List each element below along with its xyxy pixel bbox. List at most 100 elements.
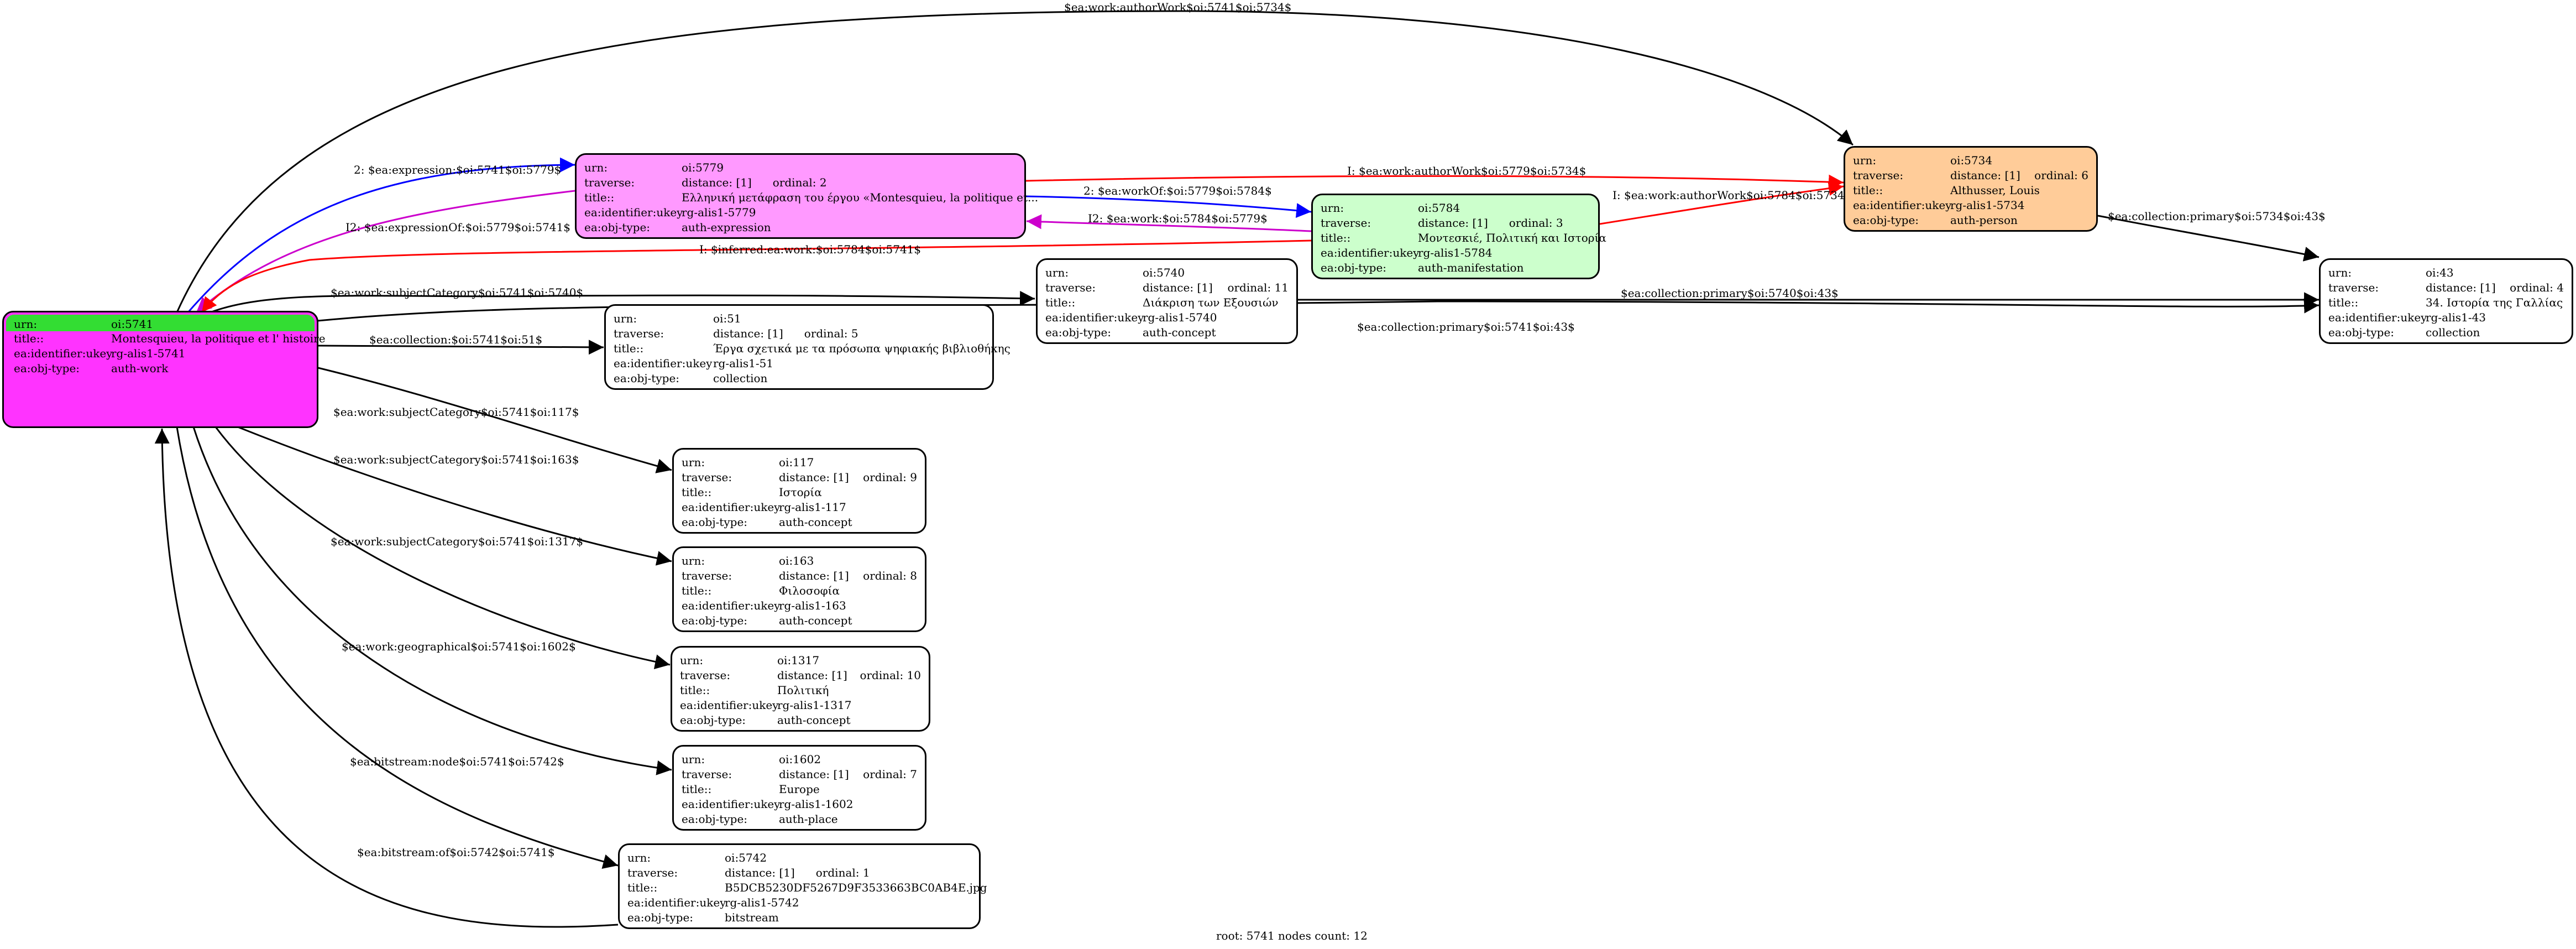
- type-value: auth-person: [1950, 213, 2018, 227]
- edge-5741-5779-expression: [187, 157, 575, 313]
- title-value: Ιστορία: [779, 486, 822, 499]
- node-oi-5741[interactable]: urn: oi:5741 title::Montesquieu, la poli…: [2, 311, 326, 428]
- ordinal-value: ordinal: 3: [1509, 216, 1563, 230]
- edge-5784-5779-work: [1026, 214, 1312, 232]
- urn-value: oi:5742: [725, 851, 767, 864]
- node-oi-5784[interactable]: urn:oi:5784 traverse:distance: [1]ordina…: [1311, 194, 1606, 279]
- ordinal-value: ordinal: 1: [815, 866, 870, 879]
- traverse-key: traverse:: [627, 866, 678, 879]
- node-oi-117[interactable]: urn:oi:117 traverse:distance: [1]ordinal…: [672, 448, 926, 534]
- type-value: collection: [2426, 326, 2480, 339]
- urn-value: oi:163: [779, 554, 814, 567]
- traverse-key: traverse:: [682, 768, 732, 781]
- type-value: auth-concept: [1143, 326, 1216, 339]
- type-value: auth-work: [111, 362, 169, 375]
- ordinal-value: ordinal: 2: [772, 176, 827, 189]
- title-key: title::: [14, 332, 44, 345]
- urn-value: oi:5734: [1950, 154, 1993, 167]
- ordinal-value: ordinal: 8: [863, 569, 917, 582]
- title-key: title::: [682, 486, 712, 499]
- ukey-value: rg-alis1-1317: [777, 698, 852, 712]
- urn-value: oi:5741: [111, 317, 154, 331]
- node-oi-163[interactable]: urn: oi:163 traverse: distance: [1] ordinal…: [672, 546, 926, 632]
- node-oi-43[interactable]: urn:oi:43 traverse:distance: [1]ordinal:…: [2319, 258, 2573, 344]
- node-oi-5734[interactable]: urn:oi:5734 traverse:distance: [1]ordina…: [1844, 146, 2098, 232]
- distance-value: distance: [1]: [682, 176, 752, 189]
- ordinal-value: ordinal: 7: [863, 768, 917, 781]
- ukey-key: ea:identifier:ukey: [682, 599, 781, 612]
- type-key: ea:obj-type:: [1853, 213, 1919, 227]
- edge-label-5741-1317-subjectCategory: $ea:work:subjectCategory$oi:5741$oi:1317…: [331, 535, 583, 548]
- node-oi-1317[interactable]: urn:oi:1317 traverse:distance: [1]ordina…: [671, 646, 930, 732]
- type-key: ea:obj-type:: [1321, 261, 1387, 274]
- edge-label-5740-43-collection: $ea:collection:primary$oi:5740$oi:43$: [1621, 286, 1839, 300]
- distance-value: distance: [1]: [779, 569, 849, 582]
- urn-key: urn:: [1321, 201, 1344, 215]
- title-value: 34. Ιστορία της Γαλλίας: [2426, 296, 2563, 309]
- ukey-key: ea:identifier:ukey: [584, 206, 683, 219]
- edge-5741-43-collection: [317, 298, 2320, 322]
- urn-key: urn:: [584, 161, 608, 174]
- type-key: ea:obj-type:: [584, 221, 651, 234]
- title-key: title::: [614, 342, 644, 355]
- ukey-key: ea:identifier:ukey: [2328, 311, 2427, 324]
- type-value: auth-place: [779, 812, 838, 826]
- edge-5741-5734-authorWork: [176, 10, 1854, 313]
- ukey-key: ea:identifier:ukey: [614, 357, 713, 370]
- edge-5741-5742-bitstream-node: [176, 426, 619, 869]
- type-key: ea:obj-type:: [627, 911, 694, 924]
- node-oi-1602[interactable]: urn:oi:1602 traverse:distance: [1]ordina…: [672, 745, 926, 831]
- ukey-value: rg-alis1-5734: [1950, 199, 2025, 212]
- ukey-value: rg-alis1-163: [779, 599, 846, 612]
- title-key: title::: [1853, 184, 1883, 197]
- title-key: title::: [680, 684, 710, 697]
- edge-label-5779-5784-workOf: 2: $ea:workOf:$oi:5779$oi:5784$: [1083, 184, 1272, 197]
- ukey-key: ea:identifier:ukey: [627, 896, 726, 909]
- edge-5741-51-collection: [317, 340, 604, 355]
- title-key: title::: [627, 881, 658, 894]
- edge-5740-43-collection: [1297, 292, 2320, 307]
- edge-label-5741-51-collection: $ea:collection:$oi:5741$oi:51$: [369, 333, 542, 346]
- type-value: auth-expression: [682, 221, 771, 234]
- ukey-key: ea:identifier:ukey: [1853, 199, 1952, 212]
- node-oi-51[interactable]: urn:oi:51 traverse:distance: [1]ordinal:…: [604, 304, 1010, 390]
- edge-label-5741-163-subjectCategory: $ea:work:subjectCategory$oi:5741$oi:163$: [333, 453, 579, 466]
- edge-5741-5740-subjectCategory: [210, 291, 1035, 314]
- title-key: title::: [2328, 296, 2359, 309]
- node-oi-5740[interactable]: urn:oi:5740 traverse:distance: [1]ordina…: [1036, 258, 1298, 344]
- edge-label-5784-5779-work: I2: $ea:work:$oi:5784$oi:5779$: [1088, 212, 1268, 225]
- type-key: ea:obj-type:: [1045, 326, 1112, 339]
- urn-key: urn:: [14, 317, 38, 331]
- distance-value: distance: [1]: [779, 471, 849, 484]
- title-value: Europe: [779, 783, 820, 796]
- urn-value: oi:117: [779, 456, 814, 469]
- node-oi-5742[interactable]: urn:oi:5742 traverse:distance: [1]ordina…: [618, 843, 987, 929]
- urn-key: urn:: [682, 554, 705, 567]
- node-header: urn: oi:5741: [6, 315, 315, 331]
- traverse-key: traverse:: [1321, 216, 1371, 230]
- type-key: ea:obj-type:: [614, 372, 680, 385]
- edge-5741-117-subjectCategory: [317, 367, 672, 473]
- distance-value: distance: [1]: [725, 866, 795, 879]
- ukey-key: ea:identifier:ukey: [1045, 311, 1144, 324]
- edge-label-5741-5734-authorWork: $ea:work:authorWork$oi:5741$oi:5734$: [1064, 1, 1291, 14]
- node-oi-5779[interactable]: urn:oi:5779 traverse:distance: [1]ordina…: [575, 153, 1038, 239]
- title-value: Έργα σχετικά με τα πρόσωπα ψηφιακής βιβλ…: [713, 342, 1010, 355]
- edge-label-5779-5741-expressionOf: I2: $ea:expressionOf:$oi:5779$oi:5741$: [345, 221, 570, 234]
- ukey-value: rg-alis1-43: [2426, 311, 2486, 324]
- urn-key: urn:: [682, 456, 705, 469]
- distance-value: distance: [1]: [777, 669, 847, 682]
- traverse-key: traverse:: [682, 471, 732, 484]
- urn-value: oi:1602: [779, 753, 821, 766]
- traverse-key: traverse:: [682, 569, 732, 582]
- title-key: title::: [1045, 296, 1076, 309]
- ordinal-value: ordinal: 10: [860, 669, 921, 682]
- edge-label-5784-5734-authorWork: I: $ea:work:authorWork$oi:5784$oi:5734$: [1612, 189, 1851, 202]
- edge-label-5741-117-subjectCategory: $ea:work:subjectCategory$oi:5741$oi:117$: [333, 405, 579, 419]
- urn-value: oi:5779: [682, 161, 724, 174]
- edge-5779-5784-workOf: [1025, 195, 1312, 218]
- traverse-key: traverse:: [680, 669, 731, 682]
- urn-value: oi:5784: [1418, 201, 1460, 215]
- type-value: bitstream: [725, 911, 779, 924]
